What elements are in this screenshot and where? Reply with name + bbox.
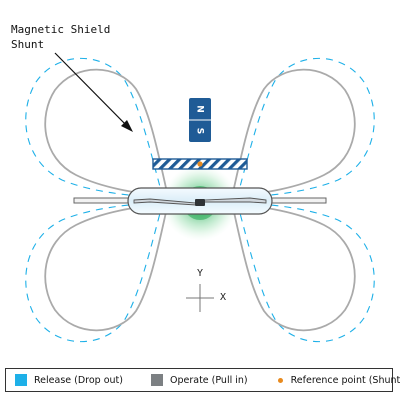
legend-reference: Reference point (Shunt) bbox=[277, 374, 400, 386]
bar-magnet: N S bbox=[189, 98, 211, 142]
legend-release-label: Release (Drop out) bbox=[34, 374, 123, 386]
reed-switch bbox=[73, 187, 327, 215]
annotation-arrow bbox=[54, 52, 133, 132]
release-lobe-lower-left bbox=[25, 201, 164, 343]
operate-lobe-upper-right bbox=[231, 68, 356, 198]
legend-operate: Operate (Pull in) bbox=[150, 374, 248, 386]
operate-swatch bbox=[150, 374, 163, 386]
right-lead bbox=[265, 197, 327, 204]
magnet-north-label: N bbox=[195, 105, 205, 113]
operate-lobe-lower-right bbox=[231, 202, 356, 332]
reference-dot bbox=[277, 377, 283, 383]
reference-axes bbox=[186, 284, 214, 312]
annotation-line-1: Magnetic Shield bbox=[11, 23, 111, 36]
annotation-line-2: Shunt bbox=[11, 38, 45, 51]
legend-reference-label: Reference point (Shunt) bbox=[290, 374, 400, 386]
operate-lobe-upper-left bbox=[44, 68, 169, 198]
shield-annotation: Magnetic Shield Shunt bbox=[11, 22, 110, 52]
release-lobe-lower-right bbox=[236, 201, 375, 343]
release-boundary bbox=[25, 57, 375, 343]
shunt-reference-point bbox=[197, 161, 203, 167]
operate-lobe-lower-left bbox=[44, 202, 169, 332]
y-axis-label: Y bbox=[197, 268, 204, 279]
release-lobe-upper-right bbox=[236, 57, 375, 199]
operate-boundary bbox=[44, 68, 356, 332]
contact-gap bbox=[195, 199, 205, 206]
left-lead bbox=[73, 197, 135, 204]
release-swatch bbox=[15, 374, 27, 386]
legend-release: Release (Drop out) bbox=[15, 374, 123, 386]
legend: Release (Drop out) Operate (Pull in) Ref… bbox=[5, 368, 400, 392]
release-lobe-upper-left bbox=[25, 57, 164, 199]
legend-operate-label: Operate (Pull in) bbox=[169, 374, 248, 386]
magnet-south-label: S bbox=[195, 128, 205, 134]
x-axis-label: X bbox=[220, 292, 227, 303]
